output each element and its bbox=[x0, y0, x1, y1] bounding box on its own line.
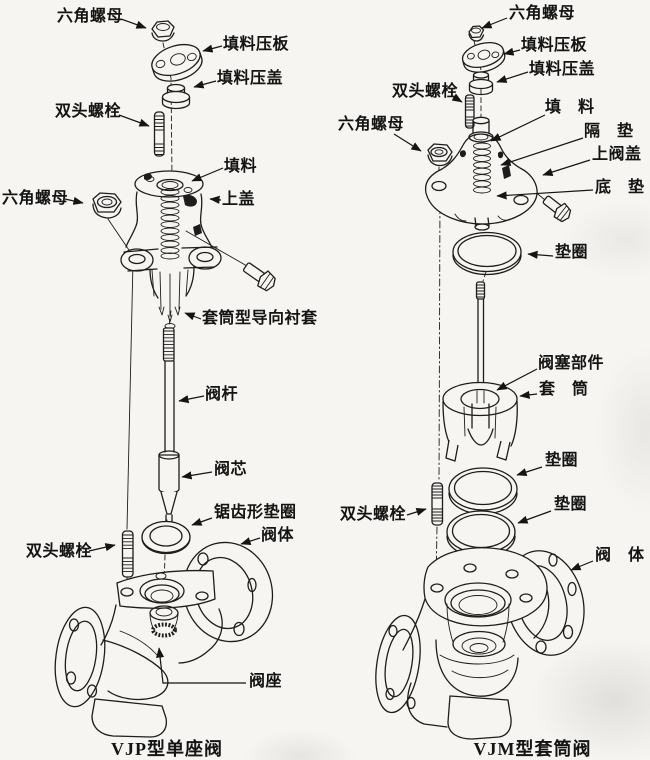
caption-vjm-valve: VJM型套筒阀 bbox=[473, 739, 592, 759]
valve-plug bbox=[158, 450, 180, 526]
tilted-stud-left bbox=[242, 262, 276, 292]
plug-assembly-cage bbox=[442, 381, 518, 462]
packing-plate-left bbox=[151, 43, 203, 82]
serrated-washer bbox=[141, 520, 191, 555]
valve-body-left bbox=[54, 541, 274, 738]
label-stud-bolt-bottom-left: 双头螺栓 bbox=[26, 543, 93, 560]
valve-stem-right bbox=[475, 281, 486, 391]
label-valve-stem: 阀杆 bbox=[205, 386, 239, 403]
label-valve-seat: 阀座 bbox=[249, 673, 283, 690]
label-stud-bolt-bottom-right: 双头螺栓 bbox=[340, 506, 407, 523]
label-packing-right: 填 料 bbox=[545, 99, 595, 116]
stud-bolt-bottom-left bbox=[121, 530, 134, 578]
stud-bolt-top-right bbox=[464, 94, 475, 129]
right-valve-drawing bbox=[375, 17, 594, 740]
packing-gland-left bbox=[161, 83, 191, 110]
packing-gland-right bbox=[468, 71, 494, 96]
left-valve-drawing bbox=[54, 18, 276, 738]
label-gasket-ring-low: 垫圈 bbox=[554, 496, 588, 513]
valve-seat-rings bbox=[149, 605, 179, 638]
stud-bolt-top-left bbox=[153, 111, 165, 157]
packing-coil-right bbox=[473, 142, 491, 194]
label-packing-plate-right: 填料压板 bbox=[521, 37, 588, 54]
upper-cover bbox=[120, 170, 222, 329]
label-hex-nut-top-right: 六角螺母 bbox=[509, 5, 576, 22]
label-hex-nut-mid-left: 六角螺母 bbox=[2, 190, 69, 207]
packing-plate-right bbox=[461, 41, 506, 73]
label-plug-assembly: 阀塞部件 bbox=[538, 355, 605, 372]
label-hex-nut-mid-right: 六角螺母 bbox=[338, 116, 405, 133]
label-upper-cover: 上盖 bbox=[222, 191, 256, 208]
label-stud-bolt-top-right: 双头螺栓 bbox=[392, 83, 459, 100]
gasket-ring-top bbox=[452, 231, 522, 276]
label-hex-nut-top-left: 六角螺母 bbox=[57, 8, 124, 25]
label-guide-bushing: 套筒型导向衬套 bbox=[202, 310, 318, 327]
valve-stem bbox=[162, 327, 175, 453]
hex-nut-mid-right bbox=[427, 143, 453, 167]
label-valve-plug: 阀芯 bbox=[214, 461, 248, 478]
label-serrated-washer: 锯齿形垫圈 bbox=[214, 504, 297, 521]
label-packing-gland-left: 填料压盖 bbox=[217, 70, 284, 87]
hex-nut-top-right bbox=[468, 25, 485, 42]
gasket-ring-mid bbox=[448, 467, 518, 515]
caption-vjp-valve: VJP型单座阀 bbox=[111, 739, 223, 759]
label-bottom-gasket: 底 垫 bbox=[595, 179, 645, 196]
valve-body-right bbox=[375, 547, 585, 740]
tilted-stud-right bbox=[542, 195, 572, 223]
label-sleeve: 套 筒 bbox=[539, 381, 589, 398]
label-packing-left: 填料 bbox=[224, 158, 258, 175]
hex-nut-mid-left bbox=[92, 192, 122, 219]
label-valve-body-left: 阀体 bbox=[261, 527, 295, 544]
upper-bonnet bbox=[424, 116, 538, 231]
label-spacer: 隔 垫 bbox=[584, 123, 634, 140]
packing-coil-left bbox=[160, 188, 180, 260]
label-gasket-ring-mid: 垫圈 bbox=[545, 452, 579, 469]
label-packing-plate-left: 填料压板 bbox=[223, 36, 290, 53]
hex-nut-top-left bbox=[151, 20, 175, 42]
label-stud-bolt-top-left: 双头螺栓 bbox=[55, 103, 122, 120]
left-leader-lines bbox=[64, 18, 261, 684]
guide-bushing-fingers bbox=[151, 269, 189, 323]
label-packing-gland-right: 填料压盖 bbox=[529, 61, 596, 78]
label-valve-body-right: 阀 体 bbox=[595, 547, 645, 564]
label-upper-bonnet: 上阀盖 bbox=[592, 146, 642, 163]
right-leader-lines bbox=[393, 17, 594, 571]
label-gasket-ring-top: 垫圈 bbox=[555, 244, 589, 261]
stud-bolt-bottom-right bbox=[431, 482, 444, 526]
